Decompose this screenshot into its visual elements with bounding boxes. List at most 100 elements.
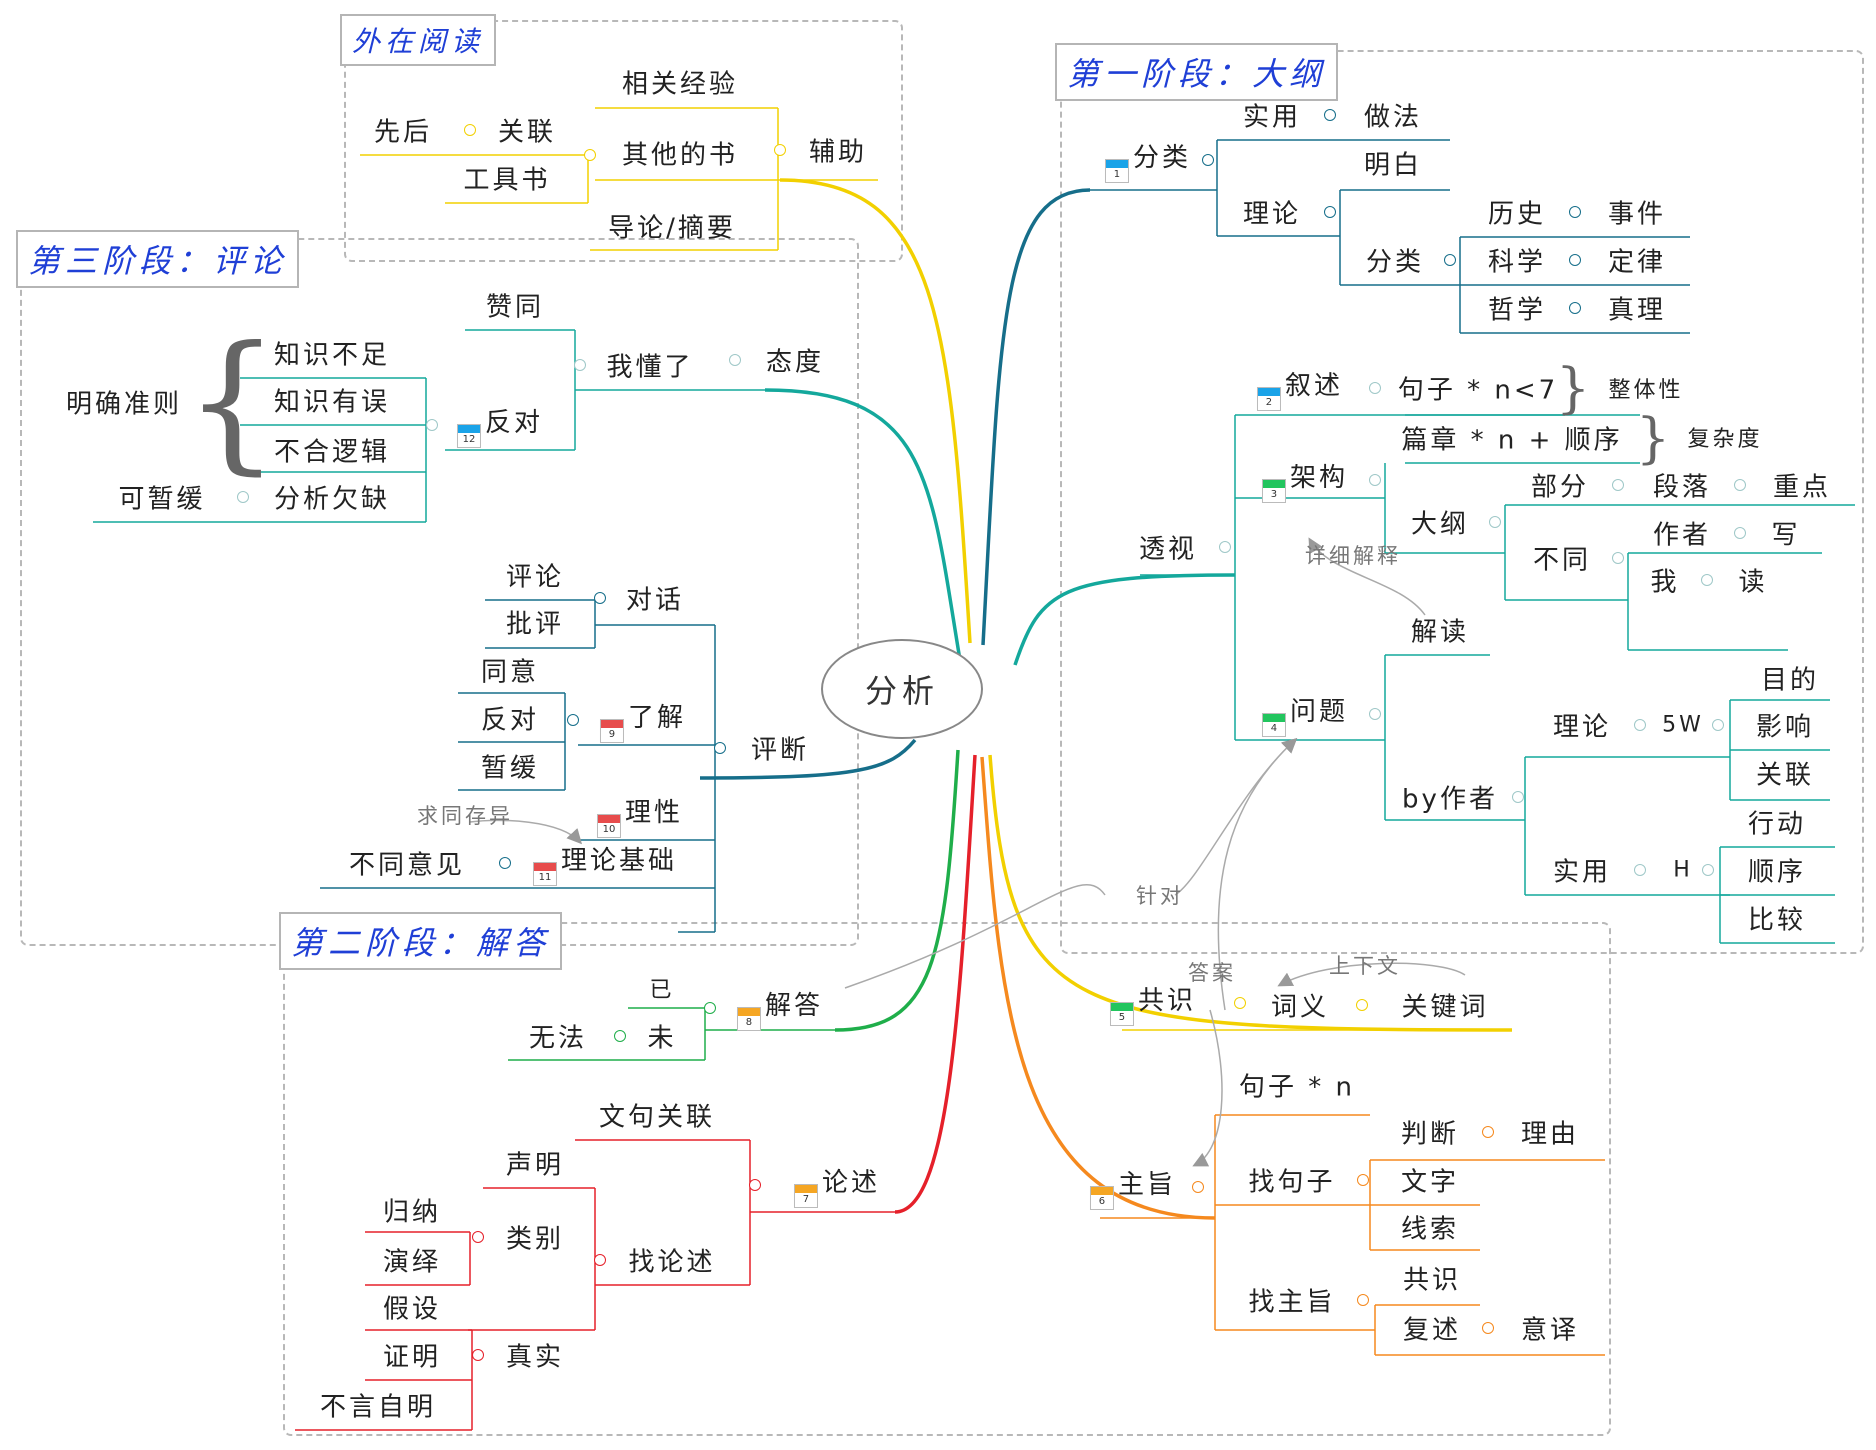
node-xianhou[interactable]: 先后	[373, 117, 433, 148]
node-zhao-juzi[interactable]: 找句子	[1248, 1167, 1336, 1198]
collapse-toggle[interactable]	[1369, 382, 1381, 394]
node-kexue[interactable]: 科学	[1487, 247, 1547, 278]
node-toushi[interactable]: 透视	[1138, 534, 1198, 565]
node-ciyi[interactable]: 词义	[1270, 992, 1330, 1023]
node-zhishi-youwu[interactable]: 知识有误	[273, 387, 391, 418]
node-mingque-zhunze[interactable]: 明确准则	[65, 389, 183, 420]
node-lishi[interactable]: 历史	[1487, 199, 1547, 230]
collapse-toggle[interactable]	[1512, 791, 1524, 803]
node-wei[interactable]: 未	[647, 1023, 677, 1054]
node-bijiao[interactable]: 比较	[1747, 905, 1807, 936]
node-daolun-zhaiyao[interactable]: 导论/摘要	[608, 213, 736, 244]
node-5w[interactable]: 5W	[1662, 712, 1704, 738]
node-xiansuo[interactable]: 线索	[1400, 1214, 1460, 1245]
collapse-toggle[interactable]	[1482, 1126, 1494, 1138]
node-xingdong[interactable]: 行动	[1747, 809, 1807, 840]
node-wenju-guanlian[interactable]: 文句关联	[598, 1102, 716, 1133]
node-wufa[interactable]: 无法	[528, 1023, 588, 1054]
node-shiyong[interactable]: 实用	[1242, 102, 1302, 133]
node-xiangguan-jingyan[interactable]: 相关经验	[621, 69, 739, 100]
node-zhishi-buzu[interactable]: 知识不足	[273, 340, 391, 371]
collapse-toggle[interactable]	[1357, 1174, 1369, 1186]
collapse-toggle[interactable]	[1612, 552, 1624, 564]
node-fushu[interactable]: 复述	[1402, 1315, 1462, 1346]
node-zuofa[interactable]: 做法	[1363, 102, 1423, 133]
collapse-toggle[interactable]	[729, 354, 741, 366]
node-pianzhang[interactable]: 篇章 * n + 顺序	[1401, 425, 1623, 456]
node-gongshi-sub[interactable]: 共识	[1402, 1265, 1462, 1296]
collapse-toggle[interactable]	[1702, 864, 1714, 876]
collapse-toggle[interactable]	[1712, 719, 1724, 731]
collapse-toggle[interactable]	[1489, 516, 1501, 528]
collapse-toggle[interactable]	[426, 419, 438, 431]
collapse-toggle[interactable]	[774, 144, 786, 156]
node-duihua[interactable]: 对话	[625, 585, 685, 616]
collapse-toggle[interactable]	[749, 1179, 761, 1191]
collapse-toggle[interactable]	[1482, 1322, 1494, 1334]
node-guanjianci[interactable]: 关键词	[1401, 992, 1489, 1023]
node-shengming[interactable]: 声明	[505, 1150, 565, 1181]
collapse-toggle[interactable]	[1569, 206, 1581, 218]
node-juzi-n[interactable]: 句子 * n	[1238, 1072, 1356, 1103]
node-wo[interactable]: 我	[1650, 567, 1680, 598]
node-shiyong-h-parent[interactable]: 实用	[1552, 857, 1612, 888]
node-taidu[interactable]: 态度	[765, 347, 825, 378]
node-du[interactable]: 读	[1738, 567, 1768, 598]
node-zantong[interactable]: 赞同	[485, 292, 545, 323]
collapse-toggle[interactable]	[584, 149, 596, 161]
collapse-toggle[interactable]	[237, 491, 249, 503]
collapse-toggle[interactable]	[1324, 206, 1336, 218]
node-yanyi[interactable]: 演绎	[382, 1247, 442, 1278]
collapse-toggle[interactable]	[472, 1231, 484, 1243]
collapse-toggle[interactable]	[1234, 997, 1246, 1009]
node-liyou[interactable]: 理由	[1520, 1119, 1580, 1150]
node-dagang[interactable]: 大纲	[1410, 509, 1470, 540]
collapse-toggle[interactable]	[1202, 154, 1214, 166]
node-mude[interactable]: 目的	[1760, 665, 1820, 696]
collapse-toggle[interactable]	[1569, 302, 1581, 314]
node-mingbai[interactable]: 明白	[1363, 150, 1423, 181]
node-zanhuan[interactable]: 暂缓	[480, 753, 540, 784]
collapse-toggle[interactable]	[594, 592, 606, 604]
node-pingduan[interactable]: 评断	[750, 735, 810, 766]
node-zhongdian[interactable]: 重点	[1772, 472, 1832, 503]
node-panduan[interactable]: 判断	[1400, 1119, 1460, 1150]
node-zuozhe[interactable]: 作者	[1652, 520, 1712, 551]
node-tongyi[interactable]: 同意	[480, 657, 540, 688]
collapse-toggle[interactable]	[1369, 708, 1381, 720]
node-butong[interactable]: 不同	[1532, 545, 1592, 576]
node-gongjushu[interactable]: 工具书	[463, 165, 551, 196]
collapse-toggle[interactable]	[1444, 254, 1456, 266]
node-fenxi-qianque[interactable]: 分析欠缺	[273, 484, 391, 515]
node-xie[interactable]: 写	[1771, 520, 1801, 551]
node-buyan-ziming[interactable]: 不言自明	[319, 1392, 437, 1423]
node-zhengtixing[interactable]: 整体性	[1608, 378, 1684, 403]
collapse-toggle[interactable]	[1634, 864, 1646, 876]
node-wodongle[interactable]: 我懂了	[606, 352, 694, 383]
collapse-toggle[interactable]	[1357, 1294, 1369, 1306]
node-pinglun[interactable]: 评论	[505, 562, 565, 593]
collapse-toggle[interactable]	[1356, 999, 1368, 1011]
node-shijian[interactable]: 事件	[1607, 199, 1667, 230]
collapse-toggle[interactable]	[1569, 254, 1581, 266]
node-juzi-n7[interactable]: 句子 * n<7	[1397, 375, 1559, 406]
node-wenzi[interactable]: 文字	[1400, 1167, 1460, 1198]
node-lilun[interactable]: 理论	[1242, 199, 1302, 230]
node-zhao-zhuzhi[interactable]: 找主旨	[1248, 1287, 1336, 1318]
node-fandui-sub[interactable]: 反对	[480, 705, 540, 736]
node-guanlian[interactable]: 关联	[497, 117, 557, 148]
node-bufen[interactable]: 部分	[1530, 472, 1590, 503]
collapse-toggle[interactable]	[464, 124, 476, 136]
collapse-toggle[interactable]	[499, 857, 511, 869]
node-fenlei-sub[interactable]: 分类	[1365, 247, 1425, 278]
node-yiyi[interactable]: 意译	[1520, 1315, 1580, 1346]
